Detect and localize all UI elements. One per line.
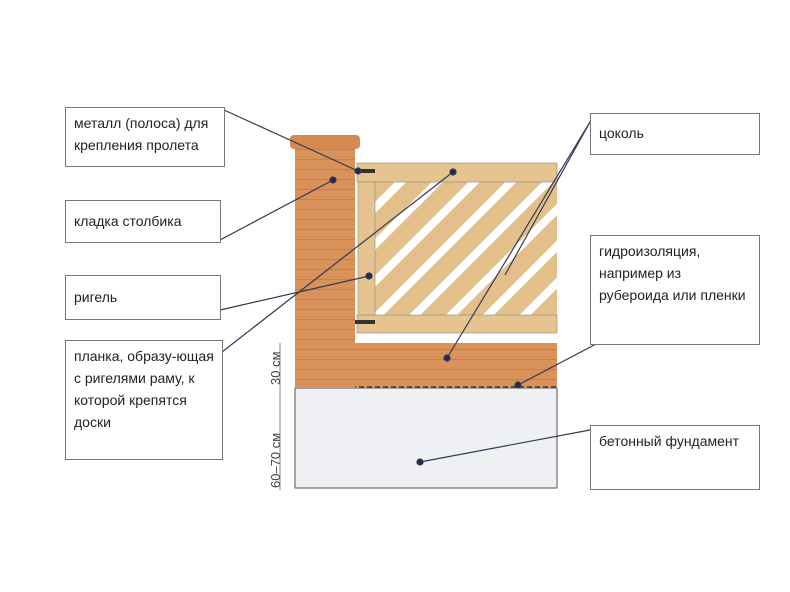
label-plinth: цоколь — [590, 113, 760, 155]
label-foundation: бетонный фундамент — [590, 425, 760, 490]
bottom-rail — [356, 314, 558, 334]
foundation-depth-label: 60–70 см — [268, 432, 283, 488]
leader-lines — [219, 109, 599, 466]
top-rail — [356, 162, 558, 183]
plinth — [355, 343, 557, 388]
label-masonry: кладка столбика — [65, 200, 221, 243]
metal-strip — [355, 320, 375, 324]
vertical-plank — [357, 181, 376, 316]
metal-strip — [355, 169, 375, 173]
label-rail: ригель — [65, 275, 221, 320]
post-cap — [290, 135, 360, 149]
foundation — [294, 387, 558, 489]
plinth-height-label: 30 см — [268, 351, 283, 385]
post — [295, 148, 355, 388]
label-plank: планка, образу-ющая с ригелями раму, к к… — [65, 340, 223, 460]
label-waterproofing: гидроизоляция, например из рубероида или… — [590, 235, 760, 345]
boards — [375, 182, 557, 315]
label-metal: металл (полоса) для крепления пролета — [65, 107, 225, 167]
